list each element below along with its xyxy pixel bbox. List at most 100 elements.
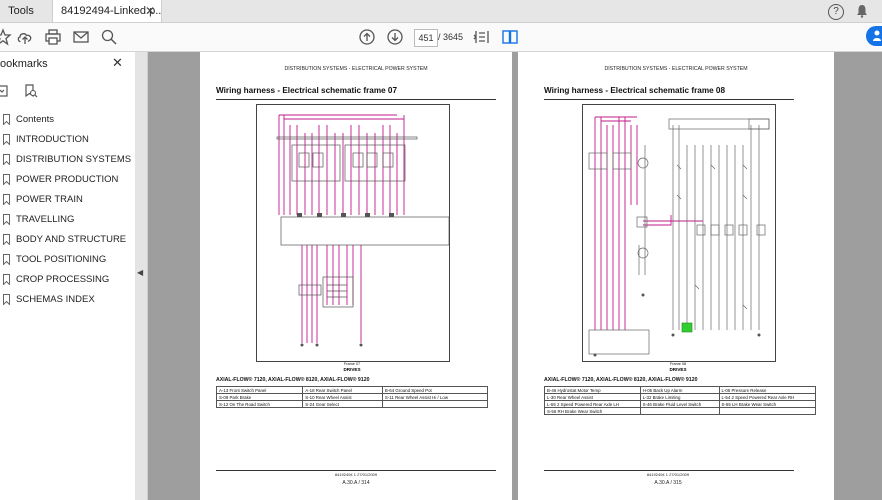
models-line: AXIAL-FLOW® 7120, AXIAL-FLOW® 8120, AXIA… xyxy=(216,377,370,383)
collapse-arrow-icon: ◀ xyxy=(137,268,144,277)
tab-tools[interactable]: Tools xyxy=(0,0,42,22)
previous-page-icon[interactable] xyxy=(358,28,376,46)
bookmark-icon xyxy=(3,254,10,265)
bookmark-item[interactable]: TRAVELLING xyxy=(0,210,135,230)
title-rule xyxy=(544,99,794,100)
bookmark-icon xyxy=(3,194,10,205)
search-zoom-icon[interactable] xyxy=(100,28,118,46)
legend-cell: A-13 Front Switch Panel xyxy=(215,386,304,394)
close-panel-icon[interactable]: ✕ xyxy=(112,55,123,70)
schematic-drawing xyxy=(588,116,770,357)
close-tab-icon[interactable]: ✕ xyxy=(144,4,155,18)
bookmark-options-icon[interactable] xyxy=(0,84,10,98)
star-icon[interactable] xyxy=(0,28,12,46)
legend-cell: S-56 RH Brake Wear Switch xyxy=(544,407,641,415)
wiring-schematic xyxy=(256,104,450,362)
bookmark-search-icon[interactable] xyxy=(24,84,38,98)
tab-document-label: 84192494-Linked p... xyxy=(61,5,162,17)
bookmark-item[interactable]: POWER TRAIN xyxy=(0,190,135,210)
legend-cell: S-12 On The Road Switch xyxy=(215,400,304,408)
figure-label: Frame 08 xyxy=(669,362,687,366)
bookmark-icon xyxy=(3,154,10,165)
legend-cell: S-55 LH Brake Wear Switch xyxy=(718,400,816,408)
footer-page-number: A.30.A / 314 xyxy=(342,480,370,486)
notification-bell-icon[interactable] xyxy=(855,4,869,18)
bookmark-label: POWER TRAIN xyxy=(16,194,83,205)
footer-page-number: A.30.A / 315 xyxy=(654,480,682,486)
help-icon[interactable]: ? xyxy=(828,4,844,20)
pdf-page-left: DISTRIBUTION SYSTEMS - ELECTRICAL POWER … xyxy=(200,52,512,500)
legend-cell xyxy=(718,407,816,415)
bookmark-item[interactable]: TOOL POSITIONING xyxy=(0,250,135,270)
panel-collapse-handle[interactable]: ◀ xyxy=(135,52,148,500)
two-page-view-icon[interactable] xyxy=(501,28,519,46)
bookmark-item[interactable]: SCHEMAS INDEX xyxy=(0,290,135,310)
legend-cell xyxy=(639,407,720,415)
legend-cell: L-30 Rear Wheel Assist xyxy=(544,393,641,401)
legend-cell xyxy=(381,400,489,408)
bookmark-item[interactable]: POWER PRODUCTION xyxy=(0,170,135,190)
share-button[interactable] xyxy=(866,26,882,46)
page-number-input[interactable]: 451 xyxy=(414,29,438,47)
bookmark-label: SCHEMAS INDEX xyxy=(16,294,95,305)
bookmark-icon xyxy=(3,214,10,225)
running-header: DISTRIBUTION SYSTEMS - ELECTRICAL POWER … xyxy=(604,66,748,72)
bookmark-icon xyxy=(3,114,10,125)
bookmark-item[interactable]: CROP PROCESSING xyxy=(0,270,135,290)
bookmark-icon xyxy=(3,174,10,185)
legend-cell: S-10 Rear Wheel Assist xyxy=(302,393,383,401)
next-page-icon[interactable] xyxy=(386,28,404,46)
legend-cell: S-46 Brake Fluid Level Switch xyxy=(639,400,720,408)
legend-cell: A-18 Rear Switch Panel xyxy=(302,386,383,394)
legend-cell: B-64 Ground Speed Pot xyxy=(381,386,489,394)
highlighted-connector xyxy=(681,322,693,333)
bookmark-label: CROP PROCESSING xyxy=(16,274,110,285)
footer-rule xyxy=(216,470,496,471)
legend-cell: B-46 Hydrostat Motor Temp xyxy=(544,386,641,394)
bookmark-list: Contents INTRODUCTION DISTRIBUTION SYSTE… xyxy=(0,110,135,310)
legend-cell: L-54 2 Speed Powered Rear Axle RH xyxy=(718,393,816,401)
legend-cell: L-55 2 Speed Powered Rear Axle LH xyxy=(544,400,641,408)
bookmark-item[interactable]: INTRODUCTION xyxy=(0,130,135,150)
bookmark-item[interactable]: Contents xyxy=(0,110,135,130)
wiring-schematic xyxy=(582,104,776,362)
cloud-upload-icon[interactable] xyxy=(16,28,34,46)
bookmark-item[interactable]: DISTRIBUTION SYSTEMS xyxy=(0,150,135,170)
document-viewer[interactable]: DISTRIBUTION SYSTEMS - ELECTRICAL POWER … xyxy=(148,52,882,500)
legend-cell: L-05 Pressure Release xyxy=(718,386,816,394)
toolbar: 451 / 3645 xyxy=(0,23,882,52)
email-icon[interactable] xyxy=(72,28,90,46)
bookmark-icon xyxy=(3,274,10,285)
bookmark-label: TRAVELLING xyxy=(16,214,75,225)
page-count: / 3645 xyxy=(438,32,464,42)
bookmarks-toolbar xyxy=(0,82,135,100)
bookmark-label: Contents xyxy=(16,114,55,125)
bookmark-item[interactable]: BODY AND STRUCTURE xyxy=(0,230,135,250)
schematic-drawing xyxy=(276,114,450,347)
page-title: Wiring harness - Electrical schematic fr… xyxy=(216,86,398,95)
footer-code: 84192494 1 27/01/2009 xyxy=(334,472,378,477)
bookmark-label: POWER PRODUCTION xyxy=(16,174,119,185)
legend-cell: S-24 Gear Select xyxy=(302,400,383,408)
print-icon[interactable] xyxy=(44,28,62,46)
models-line: AXIAL-FLOW® 7120, AXIAL-FLOW® 8120, AXIA… xyxy=(544,377,698,383)
tab-bar: Tools 84192494-Linked p... ✕ ? xyxy=(0,0,882,23)
bookmark-icon xyxy=(3,294,10,305)
pdf-page-right: DISTRIBUTION SYSTEMS - ELECTRICAL POWER … xyxy=(518,52,834,500)
bookmark-icon xyxy=(3,234,10,245)
legend-cell: H-05 Back Up Alarm xyxy=(639,386,720,394)
footer-code: 84192494 1 27/01/2009 xyxy=(646,472,690,477)
title-rule xyxy=(216,99,496,100)
drives-label: DRIVES xyxy=(669,367,687,372)
drives-label: DRIVES xyxy=(343,367,361,372)
bookmark-label: DISTRIBUTION SYSTEMS xyxy=(16,154,132,165)
footer-rule xyxy=(544,470,794,471)
legend-cell: L-32 Brake Limiting xyxy=(639,393,720,401)
tab-document[interactable]: 84192494-Linked p... ✕ xyxy=(52,0,162,22)
scroll-mode-icon[interactable] xyxy=(473,28,491,46)
